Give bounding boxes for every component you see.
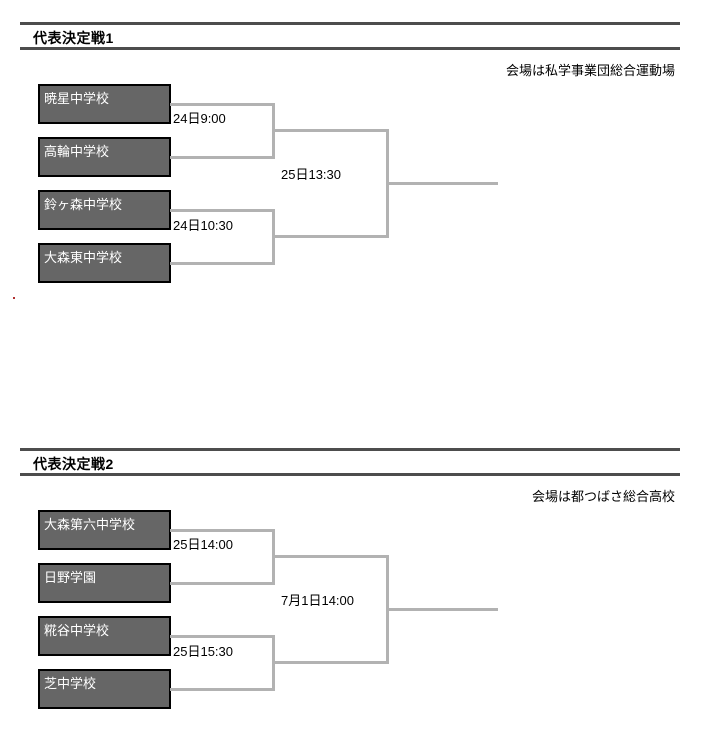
team-box: 糀谷中学校	[38, 616, 171, 656]
bracket-line-team2	[170, 156, 275, 159]
venue-label: 会場は私学事業団総合運動場	[505, 63, 675, 78]
team-box: 日野学園	[38, 563, 171, 603]
header-rule-top	[20, 448, 680, 451]
team-box: 暁星中学校	[38, 84, 171, 124]
team-box: 芝中学校	[38, 669, 171, 709]
section-title: 代表決定戦1	[33, 30, 114, 46]
match-time-semi2: 24日10:30	[173, 218, 233, 233]
bracket-line-team4	[170, 262, 275, 265]
team-box: 高輪中学校	[38, 137, 171, 177]
venue-label: 会場は都つばさ総合高校	[531, 489, 675, 504]
bracket-line-round2-top	[272, 129, 389, 132]
bracket-line-round2-bottom	[272, 661, 389, 664]
match-time-semi2: 25日15:30	[173, 644, 233, 659]
header-rule-top	[20, 22, 680, 25]
match-time-semi1: 25日14:00	[173, 537, 233, 552]
match-time-final: 7月1日14:00	[281, 593, 354, 608]
team-box: 大森第六中学校	[38, 510, 171, 550]
header-rule-bottom	[20, 473, 680, 476]
bracket-line-team3	[170, 635, 275, 638]
bracket-line-team1	[170, 103, 275, 106]
stray-dot	[13, 297, 15, 299]
bracket-line-team2	[170, 582, 275, 585]
team-box: 大森東中学校	[38, 243, 171, 283]
bracket-line-team1	[170, 529, 275, 532]
match-time-final: 25日13:30	[281, 167, 341, 182]
header-rule-bottom	[20, 47, 680, 50]
team-box: 鈴ヶ森中学校	[38, 190, 171, 230]
bracket-section-1: 代表決定戦1 会場は私学事業団総合運動場 暁星中学校 高輪中学校 鈴ヶ森中学校 …	[0, 0, 711, 300]
section-title: 代表決定戦2	[33, 456, 114, 472]
match-time-semi1: 24日9:00	[173, 111, 226, 126]
winner-line	[386, 182, 498, 185]
bracket-section-2: 代表決定戦2 会場は都つばさ総合高校 大森第六中学校 日野学園 糀谷中学校 芝中…	[0, 426, 711, 726]
bracket-line-team4	[170, 688, 275, 691]
winner-line	[386, 608, 498, 611]
bracket-line-round2-top	[272, 555, 389, 558]
bracket-line-round2-bottom	[272, 235, 389, 238]
bracket-line-team3	[170, 209, 275, 212]
